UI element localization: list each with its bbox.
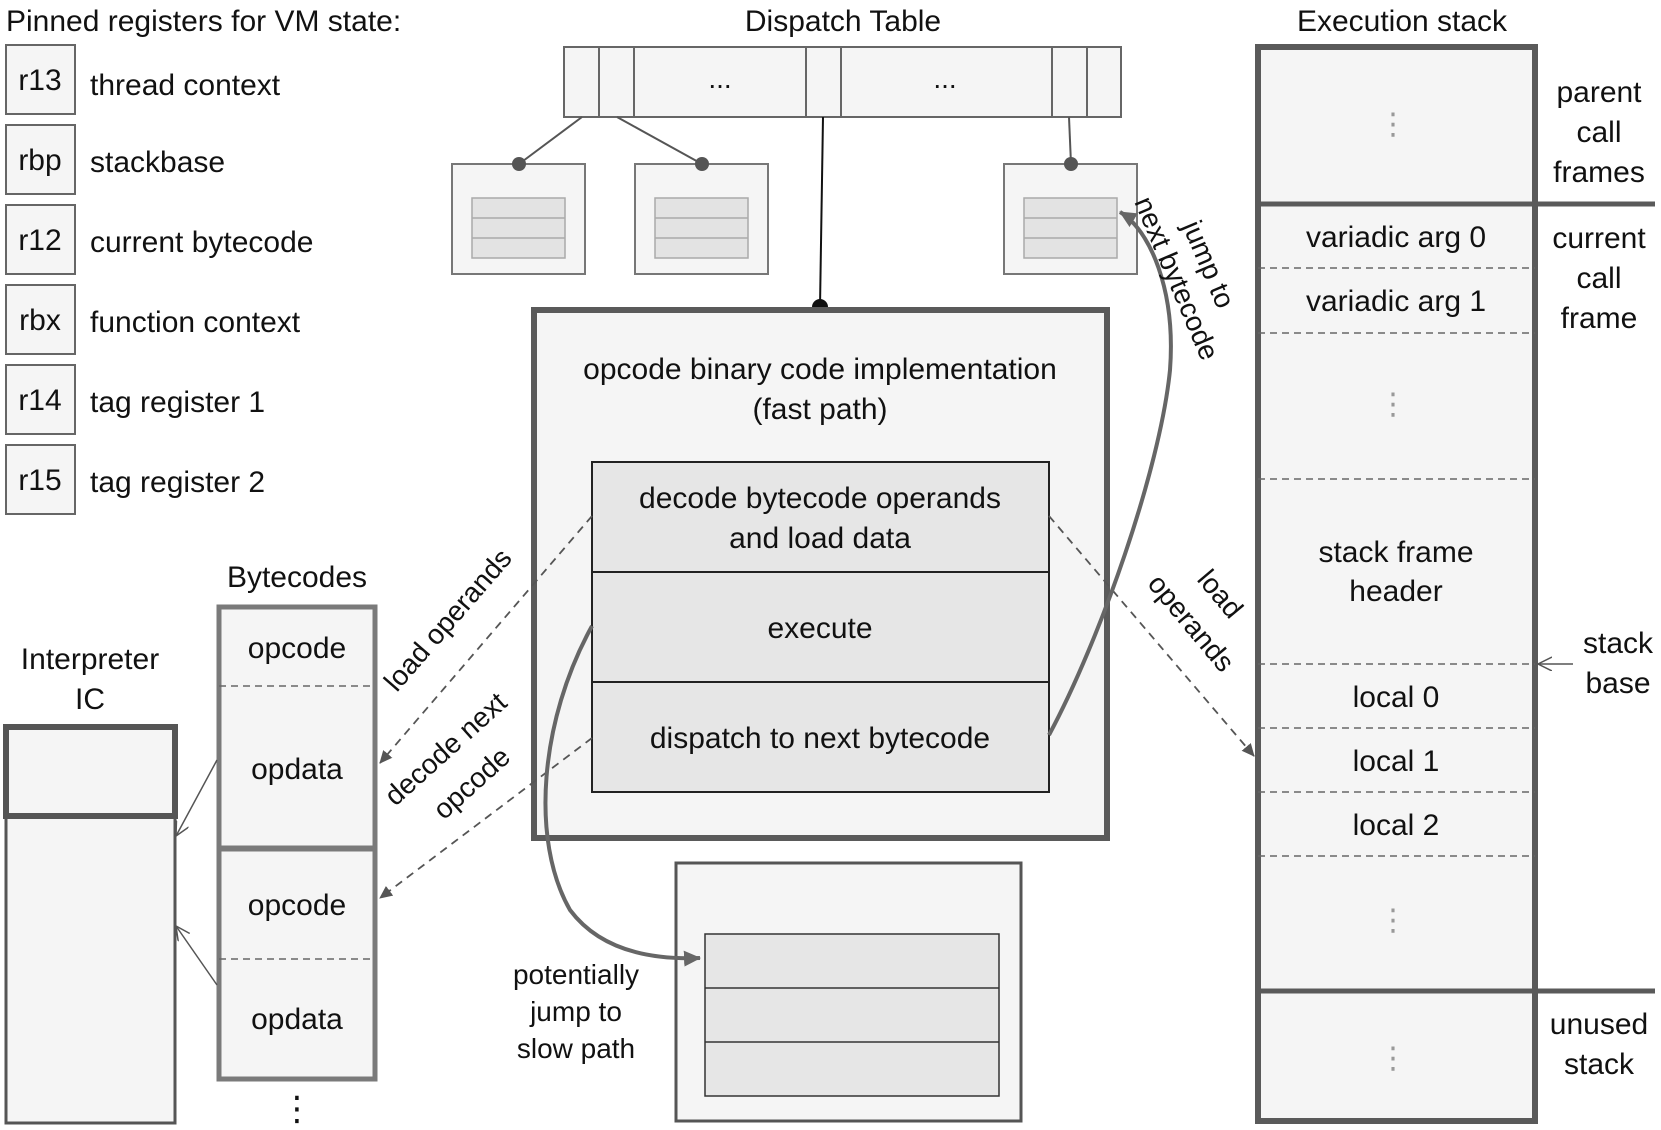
register-desc: tag register 1 [90, 386, 265, 419]
interpreter-ic-title-2: IC [75, 683, 105, 716]
dispatch-ellipsis: ... [708, 63, 731, 94]
slow-path-label-3: slow path [517, 1033, 635, 1064]
register-name: rbp [18, 144, 61, 177]
bytecode-opcode-cell: opcode [248, 632, 346, 665]
side-label-stack-base-2: base [1585, 667, 1650, 700]
register-row: r15 tag register 2 [5, 444, 265, 515]
interpreter-ic: Interpreter IC [3, 643, 218, 1125]
register-row: rbp stackbase [5, 124, 225, 195]
stack-parent-dots: ⋮ [1378, 108, 1408, 141]
registers-title: Pinned registers for VM state: [6, 5, 401, 38]
slow-path-label-2: jump to [529, 996, 622, 1027]
bytecode-opdata-cell: opdata [251, 1003, 343, 1036]
dispatch-table: Dispatch Table ... ... [451, 5, 1138, 315]
side-label-current-2: call [1576, 262, 1621, 295]
stack-local-1: local 1 [1353, 745, 1440, 778]
load-operands-label: load operands [378, 543, 518, 697]
register-name: rbx [19, 304, 61, 337]
register-desc: stackbase [90, 146, 225, 179]
stack-variadic-arg-1: variadic arg 1 [1306, 285, 1486, 318]
register-row: rbx function context [5, 284, 301, 355]
stack-variadic-arg-0: variadic arg 0 [1306, 221, 1486, 254]
bytecode-opcode-cell: opcode [248, 889, 346, 922]
opcode-implementation: opcode binary code implementation (fast … [531, 307, 1110, 841]
dispatch-step-label: dispatch to next bytecode [650, 722, 990, 755]
opcode-impl-subtitle: (fast path) [752, 393, 887, 426]
opcode-impl-title: opcode binary code implementation [583, 353, 1057, 386]
register-name: r15 [18, 464, 61, 497]
stack-frame-header-2: header [1349, 575, 1442, 608]
bytecodes-column: Bytecodes opcode opdata opcode opdata ⋮ [216, 561, 378, 1128]
bytecodes-more: ⋮ [280, 1090, 314, 1125]
side-label-current-3: frame [1561, 302, 1638, 335]
register-row: r13 thread context [5, 44, 281, 115]
bytecodes-title: Bytecodes [227, 561, 367, 594]
side-label-parent-3: frames [1553, 156, 1645, 189]
stack-local-2: local 2 [1353, 809, 1440, 842]
bytecode-opdata-cell: opdata [251, 753, 343, 786]
stack-local-0: local 0 [1353, 681, 1440, 714]
interpreter-ic-title: Interpreter [21, 643, 159, 676]
register-row: r12 current bytecode [5, 204, 313, 275]
slow-path-label: potentially [513, 959, 639, 990]
register-desc: current bytecode [90, 226, 313, 259]
side-label-stack-base: stack [1583, 627, 1654, 660]
stack-low-dots: ⋮ [1378, 904, 1408, 937]
execute-step-label: execute [767, 612, 872, 645]
decode-step-label-2: and load data [729, 522, 911, 555]
side-label-unused-2: stack [1564, 1048, 1635, 1081]
register-desc: tag register 2 [90, 466, 265, 499]
side-label-current: current [1552, 222, 1646, 255]
register-name: r13 [18, 64, 61, 97]
side-label-unused: unused [1550, 1008, 1648, 1041]
side-label-parent: parent [1556, 76, 1642, 109]
register-desc: function context [90, 306, 301, 339]
register-desc: thread context [90, 69, 281, 102]
execution-stack: Execution stack ⋮ variadic arg 0 variadi… [1255, 5, 1655, 1124]
dispatch-table-title: Dispatch Table [745, 5, 941, 38]
slow-path-box: potentially jump to slow path [513, 861, 1023, 1123]
pinned-registers: Pinned registers for VM state: r13 threa… [5, 5, 401, 515]
register-row: r14 tag register 1 [5, 364, 265, 435]
decode-step-label: decode bytecode operands [639, 482, 1001, 515]
register-name: r12 [18, 224, 61, 257]
stack-unused-dots: ⋮ [1378, 1042, 1408, 1075]
handler-box [451, 157, 586, 275]
stack-mid-dots: ⋮ [1378, 388, 1408, 421]
dispatch-ellipsis: ... [933, 63, 956, 94]
handler-box [634, 157, 769, 275]
handler-box [1003, 157, 1138, 275]
execution-stack-title: Execution stack [1297, 5, 1508, 38]
side-label-parent-2: call [1576, 116, 1621, 149]
register-name: r14 [18, 384, 61, 417]
stack-frame-header: stack frame [1318, 536, 1473, 569]
